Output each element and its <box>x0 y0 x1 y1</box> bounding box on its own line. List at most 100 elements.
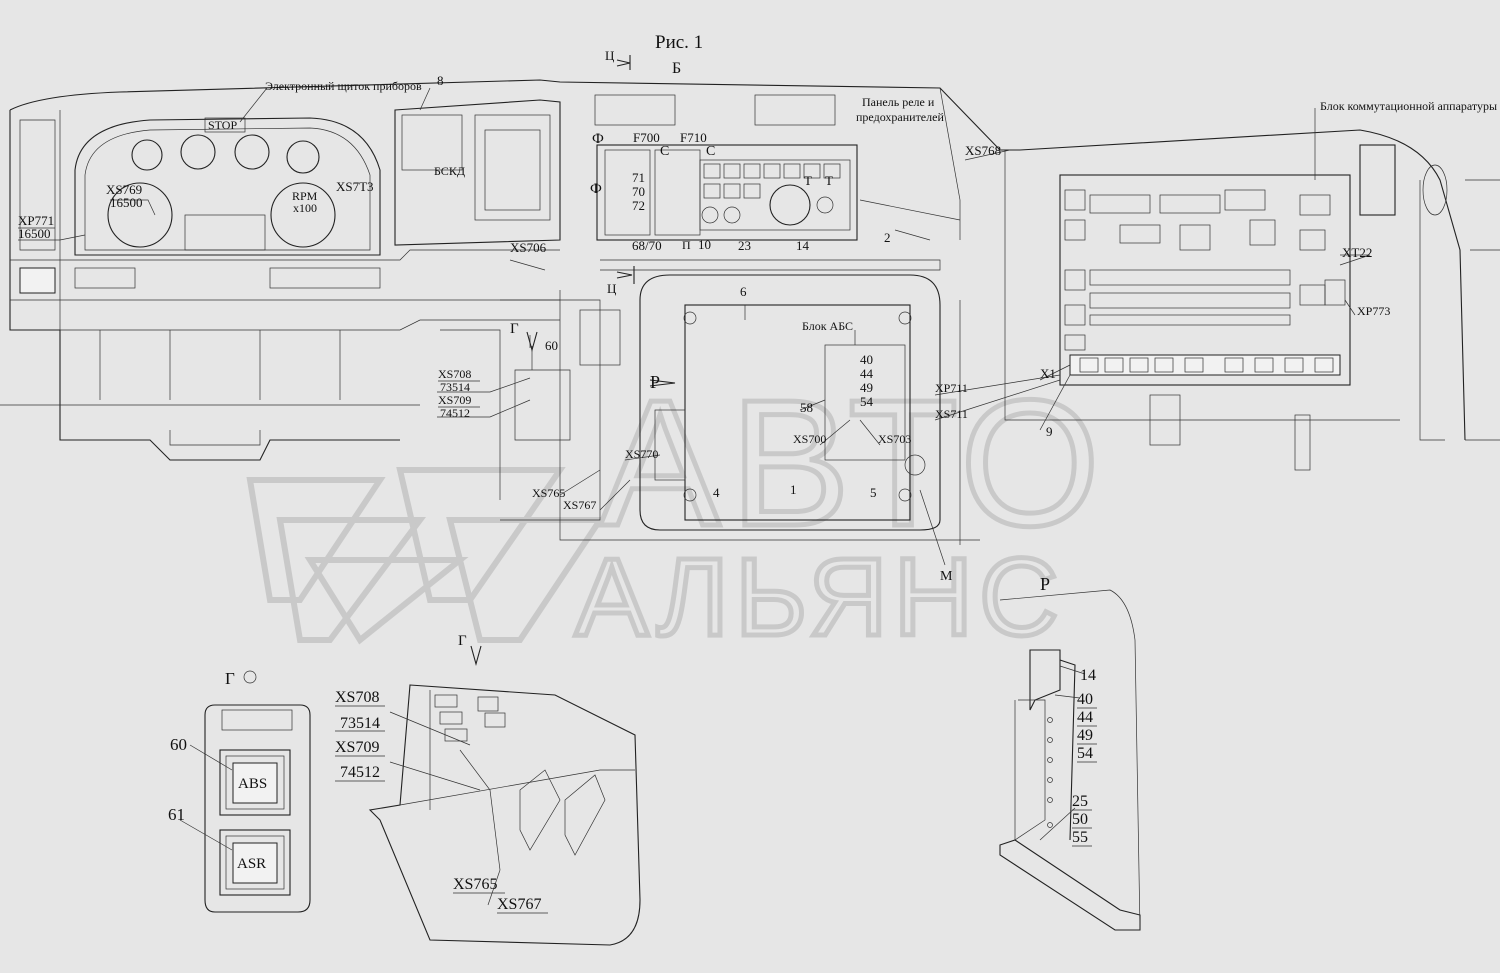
label-xs765a: XS765 <box>532 486 565 500</box>
label-72: 72 <box>632 198 645 213</box>
label-xp773: XP773 <box>1357 304 1390 318</box>
detail-r-14: 14 <box>1080 667 1096 684</box>
label-14a: 14 <box>796 238 810 253</box>
leader-lines <box>18 87 1371 841</box>
detail-r-54: 54 <box>1077 745 1093 762</box>
label-23: 23 <box>738 238 751 253</box>
label-16500b: 16500 <box>18 226 51 241</box>
label-1: 1 <box>790 482 797 497</box>
label-c2: C <box>706 144 715 159</box>
detail-g2-console <box>368 684 641 946</box>
instrument-cluster: STOP RPM x100 <box>19 117 381 294</box>
label-xp771: XP771 <box>18 213 54 228</box>
label-9: 9 <box>1046 424 1053 439</box>
view-r-label: Р <box>650 372 660 392</box>
gauge-rpm-mult: x100 <box>293 201 317 215</box>
abs-switch-label: ABS <box>238 776 267 792</box>
callout-relay-panel-2: предохранителей <box>856 110 944 124</box>
label-16500a: 16500 <box>110 195 143 210</box>
label-74512a: 74512 <box>440 406 470 420</box>
label-f700: F700 <box>633 130 660 145</box>
switching-unit <box>1059 144 1448 471</box>
bskd-label: БСКД <box>434 164 465 178</box>
label-71: 71 <box>632 170 645 185</box>
label-5: 5 <box>870 485 877 500</box>
label-2: 2 <box>884 230 891 245</box>
label-t1: Т <box>804 173 812 188</box>
label-p: П <box>682 238 691 252</box>
label-x1: X1 <box>1040 366 1056 381</box>
callout-abs-block: Блок АБС <box>802 319 853 333</box>
label-44a: 44 <box>860 366 874 381</box>
gauge-stop-label: STOP <box>208 118 237 132</box>
detail-r-50: 50 <box>1072 811 1088 828</box>
view-g-top-label: Г <box>510 321 519 337</box>
callout-switch-block: Блок коммутационной аппаратуры <box>1320 99 1497 113</box>
view-c-top-label: Ц <box>605 48 615 63</box>
bskd-display: БСКД <box>394 99 561 246</box>
detail-g2-73514: 73514 <box>340 715 380 732</box>
label-xp711: XP711 <box>935 381 968 395</box>
asr-switch-label: ASR <box>237 856 266 872</box>
view-c-mid-label: Ц <box>607 281 617 296</box>
callout-instrument-panel: Электронный щиток приборов <box>265 79 422 93</box>
label-xs703: XS703 <box>878 432 911 446</box>
label-xs711: XS711 <box>935 407 968 421</box>
detail-g-switches: Г 60 61 ABS ASR <box>168 669 311 913</box>
label-68-70: 68/70 <box>632 238 662 253</box>
labels: Рис. 1 Б Ц Ц Г Г Р Р Ф Ф М Электронный щ… <box>18 32 1497 913</box>
label-xs706: XS706 <box>510 240 547 255</box>
detail-r-55: 55 <box>1072 829 1088 846</box>
detail-g-60: 60 <box>170 735 187 754</box>
view-f2-label: Ф <box>590 181 602 197</box>
label-xs7t: XS7T3 <box>336 179 374 194</box>
underline-rules <box>18 227 1097 914</box>
detail-r-49: 49 <box>1077 727 1093 744</box>
detail-g2-xs767: XS767 <box>497 896 541 913</box>
view-b-label: Б <box>672 60 681 77</box>
label-xs700: XS700 <box>793 432 826 446</box>
label-60a: 60 <box>545 338 558 353</box>
detail-g2-xs708: XS708 <box>335 689 379 706</box>
label-xs769: XS769 <box>106 182 142 197</box>
detail-r-side <box>999 589 1141 931</box>
label-10: 10 <box>698 237 711 252</box>
detail-g-61: 61 <box>168 805 185 824</box>
view-arrow-c-mid <box>616 266 635 284</box>
label-t2: Т <box>825 173 833 188</box>
detail-g2-74512: 74512 <box>340 764 380 781</box>
watermark-line1: АВТО <box>600 363 1110 564</box>
view-arrow-g-top <box>526 331 538 353</box>
detail-r-44: 44 <box>1077 709 1093 726</box>
view-arrow-r <box>649 379 676 387</box>
label-8: 8 <box>437 73 444 88</box>
label-4: 4 <box>713 485 720 500</box>
watermark-line2: АЛЬЯНС <box>575 536 1065 659</box>
label-c1: C <box>660 144 669 159</box>
callout-relay-panel-1: Панель реле и <box>862 95 935 109</box>
label-f710: F710 <box>680 130 707 145</box>
view-arrow-g-bottom <box>470 645 482 667</box>
figure-title: Рис. 1 <box>655 32 703 53</box>
label-40a: 40 <box>860 352 873 367</box>
label-xs768: XS768 <box>965 143 1001 158</box>
label-73514a: 73514 <box>440 380 470 394</box>
label-xs708a: XS708 <box>438 367 471 381</box>
dashboard-outline <box>0 79 1500 461</box>
detail-r-40: 40 <box>1077 691 1093 708</box>
abs-block-area <box>440 274 980 545</box>
label-70a: 70 <box>632 184 645 199</box>
view-r-detail-label: Р <box>1040 574 1050 594</box>
view-m-label: М <box>940 569 953 584</box>
detail-r-25: 25 <box>1072 793 1088 810</box>
view-arrow-c-top <box>616 55 631 70</box>
label-xt22: XT22 <box>1342 245 1372 260</box>
view-f1-label: Ф <box>592 131 604 147</box>
label-54a: 54 <box>860 394 874 409</box>
label-6: 6 <box>740 284 747 299</box>
label-58: 58 <box>800 400 813 415</box>
view-g-bottom-label: Г <box>458 633 467 649</box>
relay-fuse-panel <box>594 94 941 271</box>
